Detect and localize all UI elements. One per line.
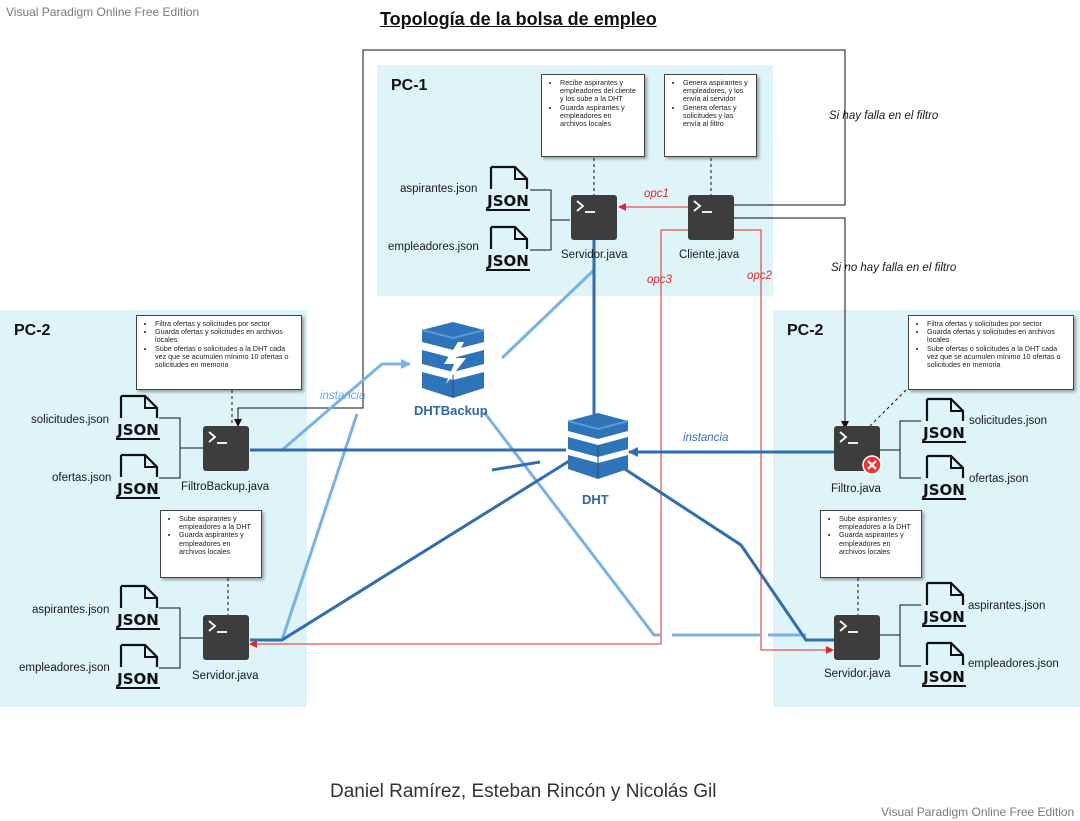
servidor-label: Servidor.java (561, 249, 628, 261)
watermark-bottom: Visual Paradigm Online Free Edition (881, 805, 1075, 819)
json-file-icon: JSON (115, 453, 161, 502)
edge-label-falla: Si hay falla en el filtro (829, 110, 939, 122)
note-item: Guarda aspirantes y empleadores en archi… (560, 103, 640, 129)
filtrobackup-terminal-icon[interactable] (203, 426, 249, 471)
pc1-servidor-note: Recibe aspirantes y empleadores del clie… (541, 74, 645, 157)
note-item: Guarda aspirantes y empleadores en archi… (179, 531, 257, 556)
servidor-label: Servidor.java (192, 670, 259, 682)
edge-label-opc1: opc1 (644, 188, 669, 200)
pc2-left-label: PC-2 (14, 322, 51, 339)
json-file-icon: JSON (115, 643, 161, 692)
note-item: Filtra ofertas y solicitudes por sector (927, 319, 1069, 328)
authors: Daniel Ramírez, Esteban Rincón y Nicolás… (330, 781, 717, 802)
note-item: Guarda ofertas y solicitudes en archivos… (155, 327, 297, 344)
pc2-right-servidor-note: Sube aspirantes y empleadores a la DHT G… (820, 510, 922, 578)
note-item: Sube ofertas o solicitudes a la DHT cada… (155, 344, 297, 370)
filtrobackup-label: FiltroBackup.java (181, 481, 270, 493)
json-file-icon: JSON (485, 165, 531, 214)
pc2-right-label: PC-2 (787, 322, 824, 339)
note-item: Genera ofertas y solicitudes y las envía… (683, 103, 752, 129)
file-label-solicitudes: solicitudes.json (31, 414, 109, 426)
edge-label-instancia-right: instancia (683, 432, 729, 444)
json-file-icon: JSON (115, 394, 161, 443)
note-item: Sube aspirantes y empleadores a la DHT (179, 514, 257, 531)
dht-label: DHT (582, 492, 609, 507)
file-label-ofertas: ofertas.json (969, 473, 1029, 485)
json-icon-text: JSON (486, 192, 529, 210)
watermark-top: Visual Paradigm Online Free Edition (6, 5, 200, 19)
servidor-terminal-icon[interactable] (571, 195, 617, 240)
json-icon-text: JSON (116, 480, 159, 498)
filtrobackup-note: Filtra ofertas y solicitudes por sector … (136, 315, 302, 390)
note-item: Guarda ofertas y solicitudes en archivos… (927, 327, 1069, 344)
json-icon-text: JSON (116, 421, 159, 439)
cliente-terminal-icon[interactable] (688, 195, 734, 240)
file-label-empleadores: empleadores.json (968, 658, 1059, 670)
json-file-icon: JSON (921, 581, 967, 630)
edge-label-opc3: opc3 (647, 274, 672, 286)
note-item: Genera aspirantes y empleadores, y los e… (683, 78, 752, 104)
file-label-empleadores: empleadores.json (19, 662, 110, 674)
file-label-empleadores: empleadores.json (388, 241, 479, 253)
dhtbackup-label: DHTBackup (414, 403, 488, 418)
pc2-left-servidor-note: Sube aspirantes y empleadores a la DHT G… (160, 510, 262, 578)
json-file-icon: JSON (485, 225, 531, 274)
dht-database-icon[interactable] (566, 413, 630, 483)
edge-label-opc2: opc2 (747, 270, 772, 282)
filtro-label: Filtro.java (831, 483, 881, 495)
edge-label-no-falla: Si no hay falla en el filtro (831, 262, 957, 274)
json-icon-text: JSON (116, 611, 159, 629)
note-item: Sube ofertas o solicitudes a la DHT cada… (927, 344, 1069, 370)
pc1-cliente-note: Genera aspirantes y empleadores, y los e… (664, 74, 757, 157)
json-icon-text: JSON (116, 670, 159, 688)
json-icon-text: JSON (922, 424, 965, 442)
note-item: Filtra ofertas y solicitudes por sector (155, 319, 297, 328)
json-file-icon: JSON (921, 641, 967, 690)
file-label-ofertas: ofertas.json (52, 472, 112, 484)
json-file-icon: JSON (921, 397, 967, 446)
file-label-solicitudes: solicitudes.json (969, 415, 1047, 427)
json-icon-text: JSON (922, 668, 965, 686)
json-file-icon: JSON (921, 454, 967, 503)
note-item: Recibe aspirantes y empleadores del clie… (560, 78, 640, 104)
json-icon-text: JSON (922, 608, 965, 626)
note-item: Guarda aspirantes y empleadores en archi… (839, 531, 917, 556)
json-file-icon: JSON (115, 584, 161, 633)
json-icon-text: JSON (486, 252, 529, 270)
servidor-terminal-icon[interactable] (203, 615, 249, 660)
diagram-title: Topología de la bolsa de empleo (380, 9, 657, 29)
file-label-aspirantes: aspirantes.json (400, 183, 478, 195)
note-item: Sube aspirantes y empleadores a la DHT (839, 514, 917, 531)
json-icon-text: JSON (922, 481, 965, 499)
servidor-terminal-icon[interactable] (834, 615, 880, 660)
filtro-note: Filtra ofertas y solicitudes por sector … (908, 315, 1074, 390)
file-label-aspirantes: aspirantes.json (968, 600, 1046, 612)
edge-label-instancia-left: instancia (320, 390, 366, 402)
servidor-label: Servidor.java (824, 668, 891, 680)
dhtbackup-database-icon[interactable] (418, 320, 488, 402)
file-label-aspirantes: aspirantes.json (32, 604, 110, 616)
cliente-label: Cliente.java (679, 249, 740, 261)
pc1-label: PC-1 (391, 77, 428, 94)
error-icon (862, 455, 882, 475)
